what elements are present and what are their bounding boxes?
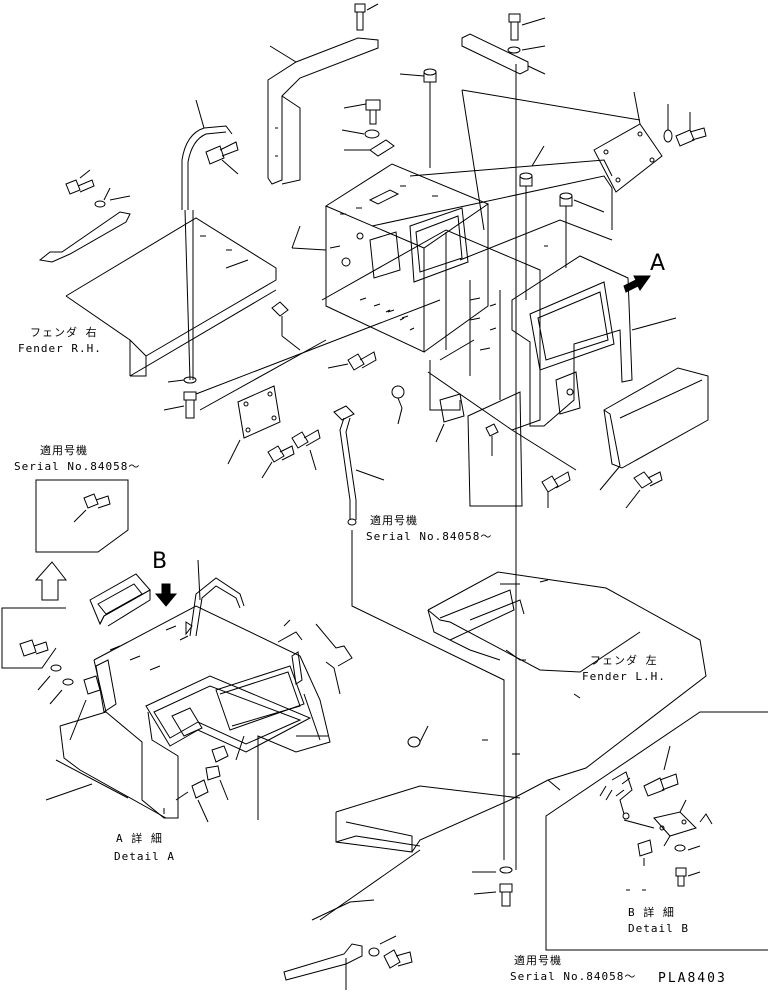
detail-b-label-jp: B 詳 細 [628, 906, 675, 919]
serial-label-jp-3: 適用号機 [514, 954, 562, 967]
serial-box-left [36, 480, 128, 552]
view-b-arrow [156, 584, 176, 606]
detail-a-label-en: Detail A [114, 850, 175, 863]
detail-b-label-en: Detail B [628, 922, 689, 935]
routing-lines [196, 64, 516, 870]
detail-a-label-jp: A 詳 細 [116, 832, 163, 845]
fender-rh-drawing [40, 196, 300, 418]
handle-bolt [206, 142, 238, 174]
bolt-bottom-center [472, 867, 512, 906]
right-side-panel [512, 246, 676, 426]
bolt-right-lower [626, 472, 662, 508]
link-rod [334, 406, 384, 525]
fender-lh-drawing [320, 572, 706, 920]
fender-rh-label-en: Fender R.H. [18, 342, 102, 355]
top-bolt-2 [508, 14, 545, 53]
bolt-left-center-a [292, 430, 320, 470]
cap-plug-right-2 [560, 193, 604, 268]
main-frame [322, 160, 612, 430]
bolt-center-lower [512, 430, 576, 508]
detail-b-frame [546, 712, 768, 950]
serial-label-jp-1: 適用号機 [40, 444, 88, 457]
fender-lh-label-en: Fender L.H. [582, 670, 666, 683]
bolt-left-a [66, 170, 110, 207]
bolt-center-a [328, 352, 376, 370]
fender-rh-label-jp: フェンダ 右 [30, 326, 98, 339]
fender-lh-label-jp: フェンダ 左 [590, 654, 658, 667]
console-frame-detail-a [46, 606, 330, 820]
small-plate-center [436, 392, 522, 506]
view-a-arrow [624, 276, 650, 292]
up-arrow-detail-a [36, 562, 66, 600]
rear-bracket-upper [268, 38, 378, 184]
bottom-bracket [284, 900, 412, 990]
top-bolt-1 [355, 4, 378, 30]
bolt-top-console [342, 100, 394, 156]
step-plate-right [600, 368, 708, 490]
washers-detail-a [38, 665, 100, 740]
serial-label-jp-2: 適用号機 [370, 514, 418, 527]
serial-label-en-3: Serial No.84058～ [510, 970, 637, 983]
detail-b-parts [600, 746, 712, 890]
view-a-label: A [650, 251, 666, 276]
grab-handle [182, 100, 232, 380]
bolt-right-cover [664, 104, 706, 146]
switch-panel-detail-a [90, 574, 150, 626]
cap-plug-right-1 [520, 146, 544, 300]
cover-plate-right [462, 90, 662, 230]
drawing-code: PLA8403 [658, 971, 727, 986]
top-plate-bracket [462, 34, 545, 74]
serial-label-en-2: Serial No.84058～ [366, 530, 493, 543]
clip-parts-detail-a [278, 620, 352, 740]
bracket-box-detail-a [2, 608, 66, 668]
pipe-detail-a [190, 560, 244, 636]
bolts-detail-a [176, 746, 228, 822]
bolt-left-center-b [262, 446, 294, 478]
cap-plug-top [400, 69, 436, 168]
box-cover-detail-a [216, 666, 304, 760]
serial-label-en-1: Serial No.84058～ [14, 460, 141, 473]
console-box [292, 164, 488, 352]
plug-center [392, 386, 404, 424]
view-b-label: B [152, 549, 168, 574]
